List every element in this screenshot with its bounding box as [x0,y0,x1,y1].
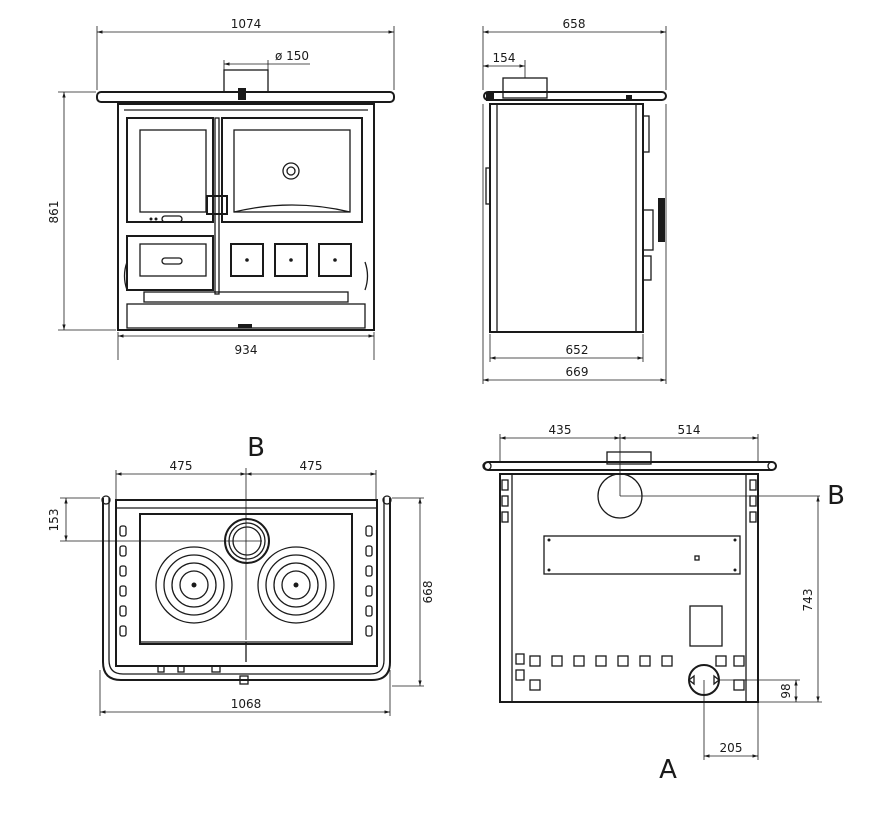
side-view: 658 154 652 669 [482,17,667,384]
dim-top-offset: 153 [47,509,61,532]
label-section-b-back: B [827,481,845,511]
dim-back-outlet: 205 [720,741,743,755]
dim-flue-diameter: ø 150 [275,49,309,63]
dim-side-depth: 658 [563,17,586,31]
dim-top-width: 1068 [231,697,262,711]
front-view: 1074 ø 150 861 934 [47,17,395,360]
label-outlet-a: A [659,755,677,785]
dim-side-body: 652 [566,343,589,357]
dim-back-right: 514 [678,423,701,437]
dim-top-right: 475 [300,459,323,473]
back-view: 435 514 743 98 205 B A [482,423,845,785]
dim-front-base: 934 [235,343,258,357]
dim-top-depth: 668 [421,581,435,604]
dim-front-height: 861 [47,201,61,224]
dim-back-left: 435 [549,423,572,437]
dim-top-left: 475 [170,459,193,473]
dim-side-flue-offset: 154 [493,51,516,65]
top-view: 475 475 153 668 1068 B [47,433,435,716]
dim-side-overall: 669 [566,365,589,379]
dim-front-width: 1074 [231,17,262,31]
label-section-b-top: B [247,433,265,463]
dim-back-height: 743 [801,589,815,612]
dim-back-bottom: 98 [779,683,793,698]
